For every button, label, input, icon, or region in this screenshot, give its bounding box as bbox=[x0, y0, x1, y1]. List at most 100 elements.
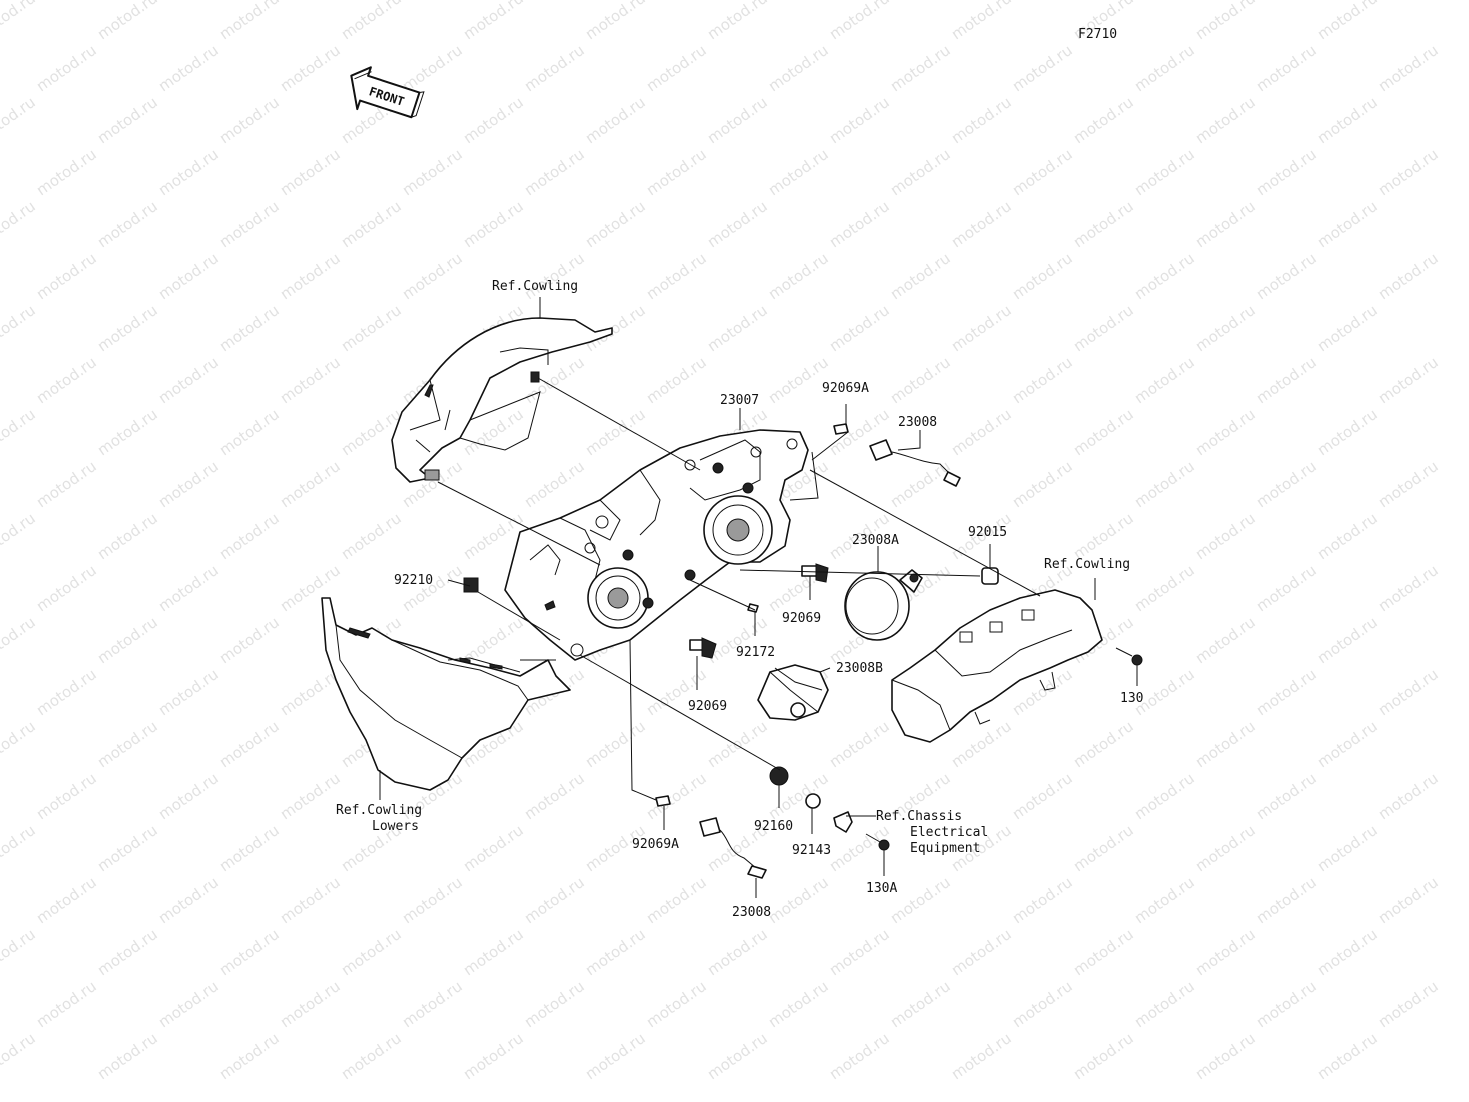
watermark-text: motod.ru bbox=[887, 353, 954, 407]
watermark-text: motod.ru bbox=[704, 717, 771, 771]
watermark-text: motod.ru bbox=[1070, 1029, 1137, 1083]
watermark-text: motod.ru bbox=[765, 977, 832, 1031]
watermark-text: motod.ru bbox=[1314, 925, 1381, 979]
watermark-text: motod.ru bbox=[399, 873, 466, 927]
watermark-text: motod.ru bbox=[33, 145, 100, 199]
watermark-text: motod.ru bbox=[1009, 41, 1076, 95]
watermark-text: motod.ru bbox=[277, 873, 344, 927]
watermark-text: motod.ru bbox=[277, 457, 344, 511]
watermark-text: motod.ru bbox=[521, 41, 588, 95]
label-ref-cowling-top: Ref.Cowling bbox=[492, 279, 578, 294]
watermark-text: motod.ru bbox=[155, 561, 222, 615]
watermark-text: motod.ru bbox=[887, 249, 954, 303]
watermark-text: motod.ru bbox=[1131, 353, 1198, 407]
watermark-text: motod.ru bbox=[33, 353, 100, 407]
watermark-text: motod.ru bbox=[704, 925, 771, 979]
watermark-text: motod.ru bbox=[1253, 353, 1320, 407]
watermark-text: motod.ru bbox=[216, 509, 283, 563]
watermark-text: motod.ru bbox=[33, 873, 100, 927]
watermark-text: motod.ru bbox=[1070, 93, 1137, 147]
watermark-text: motod.ru bbox=[887, 977, 954, 1031]
watermark-text: motod.ru bbox=[948, 93, 1015, 147]
watermark-text: motod.ru bbox=[399, 249, 466, 303]
watermark-text: motod.ru bbox=[582, 405, 649, 459]
watermark-text: motod.ru bbox=[0, 197, 39, 251]
bulb-92069A-bottom-part bbox=[655, 795, 671, 807]
watermark-text: motod.ru bbox=[33, 977, 100, 1031]
watermark-text: motod.ru bbox=[33, 665, 100, 719]
watermark-text: motod.ru bbox=[0, 821, 39, 875]
label-23008B: 23008B bbox=[836, 661, 883, 676]
socket-23008-top-part bbox=[869, 439, 961, 487]
watermark-text: motod.ru bbox=[0, 405, 39, 459]
watermark-text: motod.ru bbox=[1192, 821, 1259, 875]
watermark-text: motod.ru bbox=[765, 145, 832, 199]
watermark-text: motod.ru bbox=[1253, 769, 1320, 823]
label-ref-chassis-3: Equipment bbox=[910, 841, 980, 856]
watermark-text: motod.ru bbox=[0, 509, 39, 563]
watermark-text: motod.ru bbox=[1131, 873, 1198, 927]
watermark-text: motod.ru bbox=[826, 1029, 893, 1083]
watermark-text: motod.ru bbox=[277, 353, 344, 407]
collar-92143-part bbox=[805, 793, 821, 809]
watermark-text: motod.ru bbox=[155, 977, 222, 1031]
label-23008-top: 23008 bbox=[898, 415, 937, 430]
watermark-text: motod.ru bbox=[399, 41, 466, 95]
watermark-text: motod.ru bbox=[704, 197, 771, 251]
watermark-text: motod.ru bbox=[1253, 41, 1320, 95]
watermark-text: motod.ru bbox=[1192, 509, 1259, 563]
watermark-text: motod.ru bbox=[155, 769, 222, 823]
watermark-text: motod.ru bbox=[948, 1029, 1015, 1083]
watermark-text: motod.ru bbox=[1314, 197, 1381, 251]
watermark-text: motod.ru bbox=[0, 0, 39, 43]
nut-92210-part bbox=[463, 577, 479, 593]
label-92069A-top: 92069A bbox=[822, 381, 869, 396]
leader-lines bbox=[379, 297, 1138, 898]
watermark-text: motod.ru bbox=[1375, 873, 1442, 927]
watermark-text: motod.ru bbox=[216, 197, 283, 251]
watermark-text: motod.ru bbox=[338, 509, 405, 563]
watermark-text: motod.ru bbox=[643, 249, 710, 303]
label-92069-right: 92069 bbox=[782, 611, 821, 626]
watermark-text: motod.ru bbox=[0, 1029, 39, 1083]
watermark-text: motod.ru bbox=[1314, 93, 1381, 147]
watermark-text: motod.ru bbox=[1070, 301, 1137, 355]
right-cowling-part bbox=[891, 589, 1103, 743]
watermark-text: motod.ru bbox=[582, 0, 649, 43]
watermark-text: motod.ru bbox=[216, 0, 283, 43]
watermark-text: motod.ru bbox=[1314, 405, 1381, 459]
watermark-text: motod.ru bbox=[460, 925, 527, 979]
watermark-text: motod.ru bbox=[521, 457, 588, 511]
watermark-text: motod.ru bbox=[460, 93, 527, 147]
watermark-text: motod.ru bbox=[1131, 249, 1198, 303]
label-92069A-bottom: 92069A bbox=[632, 837, 679, 852]
watermark-text: motod.ru bbox=[216, 925, 283, 979]
watermark-text: motod.ru bbox=[338, 925, 405, 979]
watermark-text: motod.ru bbox=[94, 717, 161, 771]
watermark-text: motod.ru bbox=[582, 93, 649, 147]
watermark-text: motod.ru bbox=[1009, 769, 1076, 823]
watermark-text: motod.ru bbox=[94, 613, 161, 667]
watermark-text: motod.ru bbox=[1131, 41, 1198, 95]
watermark-text: motod.ru bbox=[94, 1029, 161, 1083]
watermark-text: motod.ru bbox=[521, 249, 588, 303]
label-92172: 92172 bbox=[736, 645, 775, 660]
label-130: 130 bbox=[1120, 691, 1143, 706]
watermark-text: motod.ru bbox=[33, 41, 100, 95]
watermark-text: motod.ru bbox=[643, 145, 710, 199]
watermark-text: motod.ru bbox=[1375, 145, 1442, 199]
watermark-text: motod.ru bbox=[1192, 925, 1259, 979]
label-92160: 92160 bbox=[754, 819, 793, 834]
bulb-92069-left-part bbox=[689, 637, 717, 659]
watermark-text: motod.ru bbox=[155, 41, 222, 95]
label-ref-chassis-1: Ref.Chassis bbox=[876, 809, 962, 824]
watermark-text: motod.ru bbox=[1009, 249, 1076, 303]
watermark-text: motod.ru bbox=[1192, 717, 1259, 771]
watermark-text: motod.ru bbox=[277, 561, 344, 615]
label-130A: 130A bbox=[866, 881, 897, 896]
watermark-text: motod.ru bbox=[1253, 665, 1320, 719]
watermark-text: motod.ru bbox=[94, 925, 161, 979]
watermark-text: motod.ru bbox=[0, 93, 39, 147]
watermark-text: motod.ru bbox=[155, 457, 222, 511]
